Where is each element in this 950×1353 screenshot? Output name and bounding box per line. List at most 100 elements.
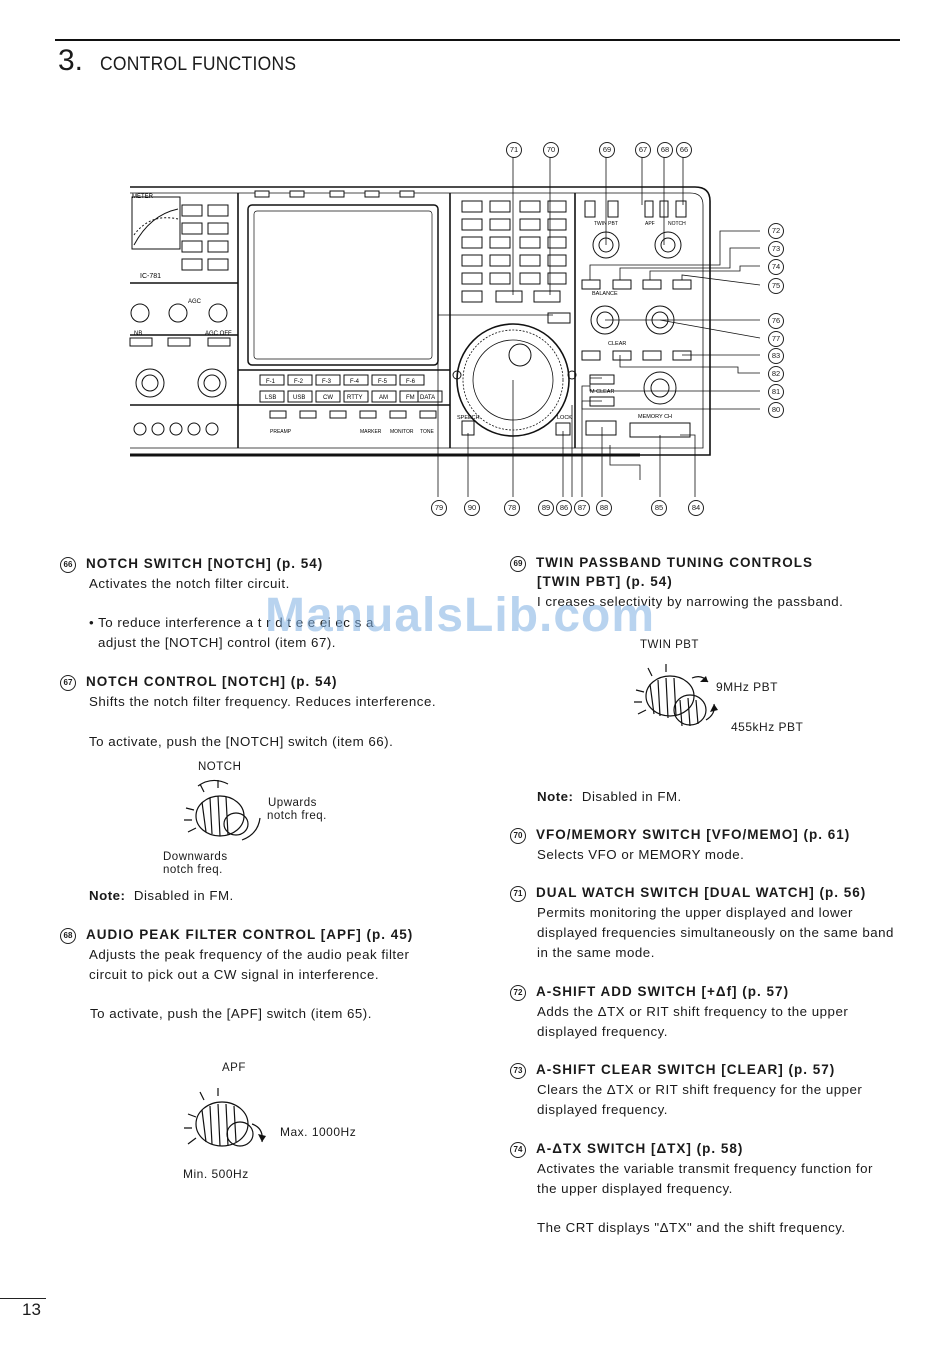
apf-fig-title: APF: [222, 1062, 246, 1074]
item-74-text-line1: Activates the variable transmit frequenc…: [537, 1161, 873, 1176]
section-number: 3.: [58, 44, 84, 77]
notch-label: NOTCH: [668, 221, 686, 227]
lsb-label: LSB: [265, 395, 276, 401]
callout-86: 86: [556, 500, 572, 516]
callout-77: 77: [768, 331, 784, 347]
item-73-text-line1: Clears the ΔTX or RIT shift frequency fo…: [537, 1082, 863, 1097]
callout-82: 82: [768, 366, 784, 382]
rtty-label: RTTY: [347, 395, 363, 401]
item-71-text-line2: displayed frequencies simultaneously on …: [537, 925, 894, 940]
item-73-text-line2: displayed frequency.: [537, 1102, 668, 1117]
marker-label: MARKER: [360, 429, 382, 435]
cw-label: CW: [323, 395, 333, 401]
lock-label: LOCK: [557, 415, 572, 421]
page-number-rule: [0, 1298, 46, 1299]
top-rule: [55, 39, 900, 41]
page-number: 13: [22, 1300, 41, 1319]
usb-label: USB: [293, 395, 305, 401]
monitor-label: MONITOR: [390, 429, 414, 435]
callout-87: 87: [574, 500, 590, 516]
callout-74: 74: [768, 259, 784, 275]
callout-73: 73: [768, 241, 784, 257]
item-71-text-line1: Permits monitoring the upper displayed a…: [537, 905, 853, 920]
data-label: DATA: [420, 395, 435, 401]
agc-off-label: AGC OFF: [205, 331, 232, 337]
item-69-note: Note: Disabled in FM.: [537, 789, 682, 804]
callout-79: 79: [431, 500, 447, 516]
callout-76: 76: [768, 313, 784, 329]
notch-fig-upwards-freq: notch freq.: [267, 810, 327, 822]
item-67-text: Shifts the notch filter frequency. Reduc…: [89, 694, 437, 709]
item-74-text-line2: the upper displayed frequency.: [537, 1181, 733, 1196]
callout-67: 67: [635, 142, 651, 158]
callout-80: 80: [768, 402, 784, 418]
front-panel-diagram: METER IC-781 AGC NB AGC OFF F-1 F-2 F-3 …: [129, 157, 761, 497]
mclear-label: M CLEAR: [590, 389, 614, 395]
item-69-heading-line2: [TWIN PBT] (p. 54): [537, 574, 673, 589]
f6-label: F-6: [406, 379, 416, 385]
item-67-note: Note: Disabled in FM.: [89, 888, 234, 903]
callout-89: 89: [538, 500, 554, 516]
twin-pbt-fig-455khz: 455kHz PBT: [731, 720, 804, 734]
notch-fig-title: NOTCH: [198, 761, 242, 773]
tone-label: TONE: [420, 429, 434, 435]
preamp-label: PREAMP: [270, 429, 292, 435]
item-68-text-line2: circuit to pick out a CW signal in inter…: [89, 967, 380, 982]
twin-pbt-fig-title: TWIN PBT: [640, 639, 699, 651]
notch-fig-downwards-freq: notch freq.: [163, 864, 223, 876]
callout-72: 72: [768, 223, 784, 239]
section-title: CONTROL FUNCTIONS: [100, 54, 297, 75]
f3-label: F-3: [322, 379, 332, 385]
item-66-bullet-line2: adjust the [NOTCH] control (item 67).: [98, 635, 336, 650]
callout-88: 88: [596, 500, 612, 516]
item-74-crt: The CRT displays "ΔTX" and the shift fre…: [537, 1220, 846, 1235]
f5-label: F-5: [378, 379, 388, 385]
apf-fig-max: Max. 1000Hz: [280, 1125, 357, 1139]
callout-71: 71: [506, 142, 522, 158]
f2-label: F-2: [294, 379, 304, 385]
notch-fig-downwards: Downwards: [163, 851, 228, 863]
callout-70: 70: [543, 142, 559, 158]
fm-label: FM: [406, 395, 415, 401]
apf-knob-icon: [184, 1088, 266, 1147]
notch-knob-icon: [184, 779, 261, 841]
item-68-activate: To activate, push the [APF] switch (item…: [90, 1006, 372, 1021]
model-label: IC-781: [140, 273, 161, 280]
apf-fig-min: Min. 500Hz: [183, 1167, 249, 1181]
f1-label: F-1: [266, 379, 276, 385]
agc-label: AGC: [188, 299, 202, 305]
callout-75: 75: [768, 278, 784, 294]
item-66-bullet-line1: • To reduce interference a t r d t e e e…: [89, 615, 374, 630]
apf-label: APF: [645, 221, 655, 227]
callout-66: 66: [676, 142, 692, 158]
meter-label: METER: [132, 194, 154, 200]
speech-label: SPEECH: [457, 415, 480, 421]
item-68-text-line1: Adjusts the peak frequency of the audio …: [89, 947, 410, 962]
memory-ch-label: MEMORY CH: [638, 414, 672, 420]
item-67-activate: To activate, push the [NOTCH] switch (it…: [89, 734, 394, 749]
item-72-text-line2: displayed frequency.: [537, 1024, 668, 1039]
callout-69: 69: [599, 142, 615, 158]
watermark: ManualsLib.com: [265, 589, 656, 642]
item-70-text: Selects VFO or MEMORY mode.: [537, 847, 745, 862]
item-66-text: Activates the notch filter circuit.: [89, 576, 290, 591]
am-label: AM: [379, 395, 388, 401]
twin-pbt-fig-9mhz: 9MHz PBT: [716, 680, 779, 694]
callout-81: 81: [768, 384, 784, 400]
twin-pbt-knob-icon: [634, 664, 718, 727]
item-69-text: I creases selectivity by narrowing the p…: [537, 594, 844, 609]
f4-label: F-4: [350, 379, 360, 385]
callout-85: 85: [651, 500, 667, 516]
callout-90: 90: [464, 500, 480, 516]
balance-label: BALANCE: [592, 291, 618, 297]
callout-78: 78: [504, 500, 520, 516]
callout-68: 68: [657, 142, 673, 158]
